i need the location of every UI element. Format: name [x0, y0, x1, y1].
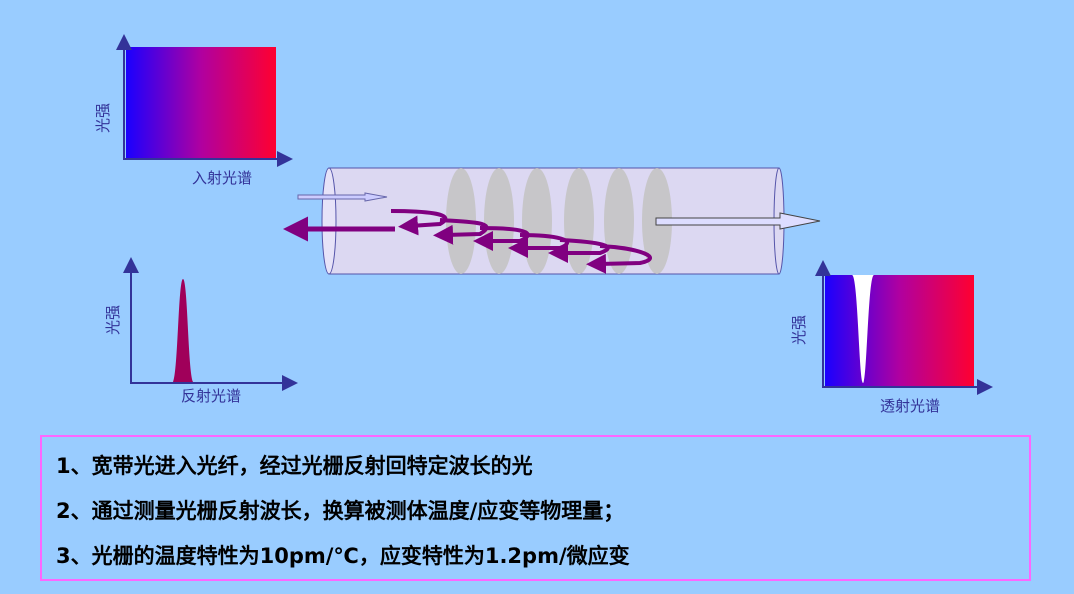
notes-box: 1、宽带光进入光纤，经过光栅反射回特定波长的光 2、通过测量光栅反射波长，换算被…	[40, 435, 1031, 581]
x-axis-label: 反射光谱	[181, 387, 241, 405]
reflected-spectrum-chart: 光强 反射光谱	[104, 257, 298, 405]
x-axis-label: 透射光谱	[880, 397, 940, 415]
optical-fiber	[283, 167, 821, 275]
incident-light-arrow	[297, 192, 388, 202]
note-2: 2、通过测量光栅反射波长，换算被测体温度/应变等物理量；	[56, 499, 625, 523]
y-axis-label: 光强	[104, 305, 122, 335]
note-1: 1、宽带光进入光纤，经过光栅反射回特定波长的光	[56, 454, 533, 478]
x-axis-label: 入射光谱	[192, 169, 252, 187]
transmitted-spectrum-fill	[825, 275, 974, 386]
incident-spectrum-chart: 光强 入射光谱	[94, 34, 293, 187]
incident-spectrum-fill	[126, 47, 276, 159]
reflection-peak	[172, 279, 194, 383]
transmitted-light-arrow	[655, 212, 821, 230]
reflected-light-arrows	[283, 209, 652, 274]
transmission-notch	[852, 275, 874, 383]
y-axis-label: 光强	[94, 103, 112, 133]
y-axis-label: 光强	[790, 315, 808, 345]
transmitted-spectrum-chart: 光强 透射光谱	[790, 260, 993, 415]
fiber-entrance	[321, 167, 337, 275]
note-3: 3、光栅的温度特性为10pm/℃，应变特性为1.2pm/微应变	[56, 544, 630, 568]
